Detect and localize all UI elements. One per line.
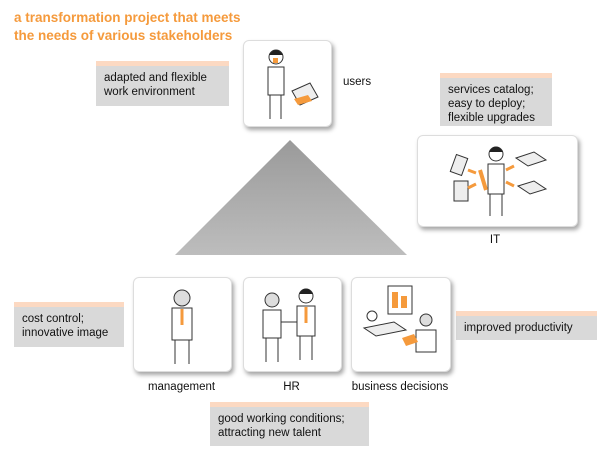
title-line-1: a transformation project that meets xyxy=(14,10,241,25)
manager-icon xyxy=(171,289,193,364)
users-card xyxy=(243,40,332,127)
management-card xyxy=(133,277,232,372)
users-callout: adapted and flexible work environment xyxy=(96,61,229,106)
business-meeting-icon xyxy=(362,285,437,353)
title-line-2: the needs of various stakeholders xyxy=(14,28,233,43)
hr-callout: good working conditions; attracting new … xyxy=(210,402,369,446)
it-technician-with-devices-icon xyxy=(449,146,548,216)
hr-card xyxy=(243,277,342,372)
business-label: business decisions xyxy=(351,381,449,393)
it-callout: services catalog; easy to deploy; flexib… xyxy=(440,73,552,126)
handshake-icon xyxy=(262,288,316,362)
it-label: IT xyxy=(489,234,501,246)
stakeholder-triangle xyxy=(175,140,407,255)
management-label: management xyxy=(147,381,216,393)
management-callout: cost control; innovative image xyxy=(14,302,124,347)
it-card xyxy=(417,135,578,227)
business-callout: improved productivity xyxy=(456,311,597,340)
user-with-laptop-icon xyxy=(267,49,319,119)
users-label: users xyxy=(343,76,372,88)
business-card xyxy=(351,277,451,372)
diagram-title: a transformation project that meets the … xyxy=(14,9,241,45)
hr-label: HR xyxy=(283,381,300,393)
